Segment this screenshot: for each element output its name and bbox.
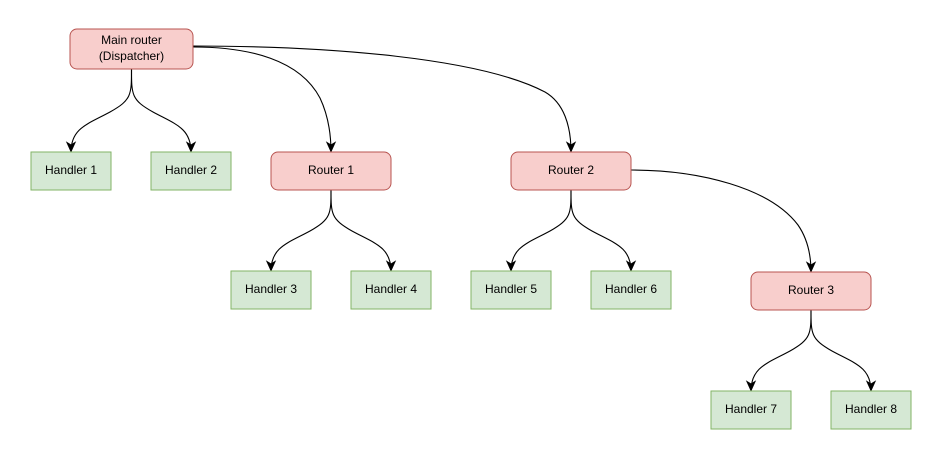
node-handler-7[interactable]: Handler 7: [710, 390, 792, 430]
arrow-handler-5-icon: [505, 260, 517, 272]
node-handler-8[interactable]: Handler 8: [830, 390, 912, 430]
arrow-handler-3-icon: [265, 260, 277, 272]
node-main-router[interactable]: Main router(Dispatcher): [69, 28, 194, 70]
handler-3-box[interactable]: [230, 270, 312, 310]
edge-main-to-router-2: [192, 45, 572, 153]
arrowheads-layer: [65, 141, 877, 392]
arrow-handler-4-icon: [385, 260, 397, 272]
node-handler-3[interactable]: Handler 3: [230, 270, 312, 310]
arrow-handler-8-icon: [865, 380, 877, 392]
arrow-router-2-icon: [565, 141, 577, 153]
arrow-router-3-icon: [805, 261, 817, 273]
handler-5-box[interactable]: [470, 270, 552, 310]
arrow-handler-2-icon: [185, 141, 197, 153]
edge-main-to-router-1: [192, 46, 332, 153]
router-2-box[interactable]: [510, 151, 632, 191]
node-handler-5[interactable]: Handler 5: [470, 270, 552, 310]
arrow-handler-1-icon: [65, 141, 77, 153]
arrow-router-1-icon: [325, 141, 337, 153]
node-router-3[interactable]: Router 3: [750, 271, 872, 311]
handler-7-box[interactable]: [710, 390, 792, 430]
node-handler-4[interactable]: Handler 4: [350, 270, 432, 310]
node-handler-6[interactable]: Handler 6: [590, 270, 672, 310]
node-router-1[interactable]: Router 1: [270, 151, 392, 191]
edge-router-3-to-handler-7: [750, 309, 812, 392]
handler-1-box[interactable]: [30, 151, 112, 191]
edge-router-1-to-handler-3: [270, 189, 332, 272]
edge-router-2-to-handler-5: [510, 189, 572, 272]
edge-main-to-handler-2: [130, 68, 192, 153]
handler-4-box[interactable]: [350, 270, 432, 310]
handler-8-box[interactable]: [830, 390, 912, 430]
router-1-box[interactable]: [270, 151, 392, 191]
arrow-handler-7-icon: [745, 380, 757, 392]
edge-router-1-to-handler-4: [330, 189, 392, 272]
nodes-layer: Main router(Dispatcher) Handler 1 Handler …: [30, 28, 912, 430]
node-handler-1[interactable]: Handler 1: [30, 151, 112, 191]
router-3-box[interactable]: [750, 271, 872, 311]
main-router-box[interactable]: [69, 28, 194, 70]
node-handler-2[interactable]: Handler 2: [150, 151, 232, 191]
edge-router-2-to-handler-6: [570, 189, 632, 272]
handler-6-box[interactable]: [590, 270, 672, 310]
edges-layer: [70, 45, 872, 392]
node-router-2[interactable]: Router 2: [510, 151, 632, 191]
edge-router-3-to-handler-8: [810, 309, 872, 392]
handler-2-box[interactable]: [150, 151, 232, 191]
edge-main-to-handler-1: [70, 68, 133, 153]
edge-router-2-to-router-3: [630, 169, 812, 273]
arrow-handler-6-icon: [625, 260, 637, 272]
